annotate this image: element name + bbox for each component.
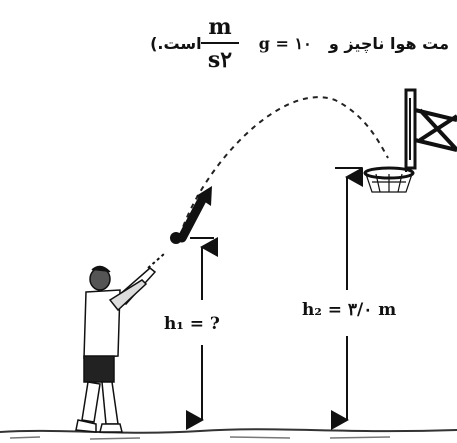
fraction-numerator: m: [208, 14, 232, 40]
basketball-player: [75, 265, 157, 433]
problem-text: مت هوا ناچیز و g = ۱۰ است.): [150, 34, 449, 53]
h2-label: h₂ = ۳/۰ m: [302, 300, 397, 320]
ground-line: [0, 428, 457, 434]
text-after: است.): [150, 34, 202, 53]
motion-arrow-head: [196, 186, 212, 206]
fraction-bar: [201, 42, 239, 44]
h1-label: h₁ = ?: [164, 314, 220, 334]
hoop-net: [365, 173, 413, 193]
fraction-denominator: s۲: [207, 47, 233, 73]
ground-texture: [9, 436, 391, 440]
problem-text-line: m s۲ مت هوا ناچیز و g = ۱۰ است.): [4, 14, 449, 98]
g-units-fraction: m s۲: [201, 14, 239, 74]
g-expression: g = ۱۰: [258, 34, 312, 53]
motion-arrow: [177, 193, 208, 243]
ball-at-release: [170, 232, 182, 244]
ball-trajectory: [179, 96, 389, 237]
player-hand-arrow: [147, 253, 165, 269]
text-before: مت هوا ناچیز و: [328, 34, 449, 53]
backboard-support: [414, 108, 457, 152]
